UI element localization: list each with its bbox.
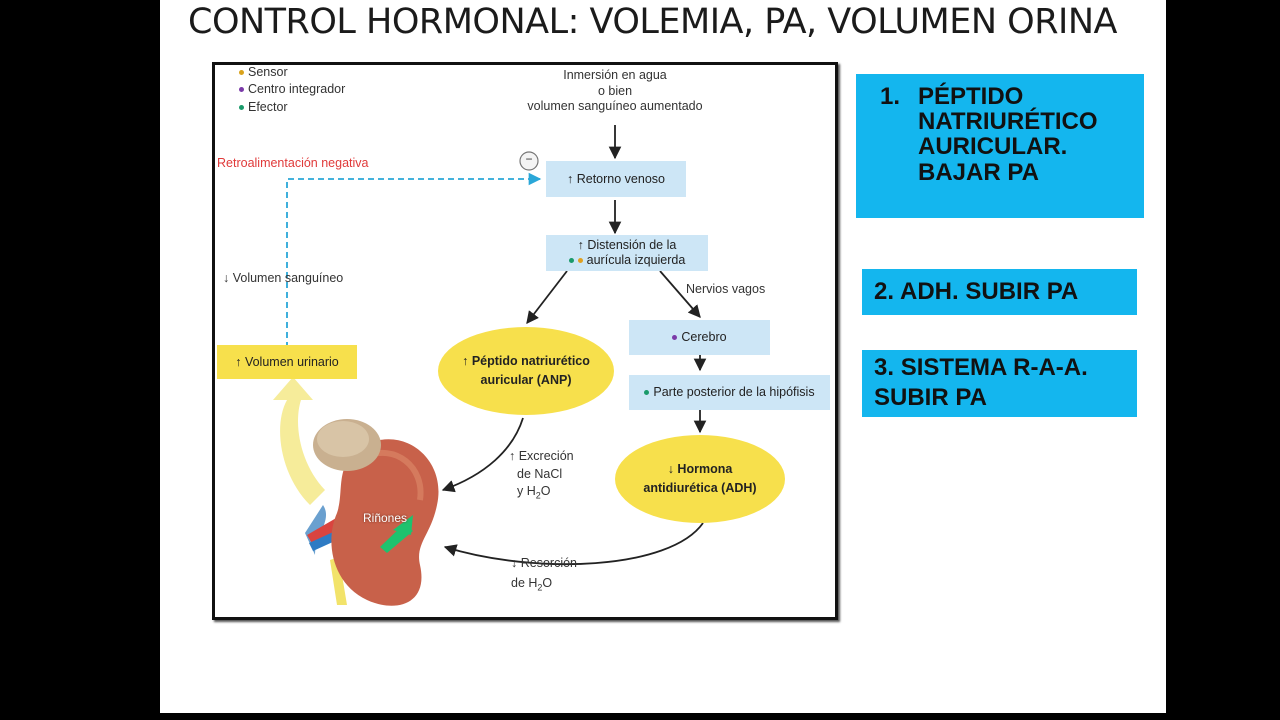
- diagram-arrows: [273, 125, 707, 606]
- anp-line-1: ↑ Péptido natriurético: [462, 354, 590, 369]
- legend-effector-dot: [239, 105, 244, 111]
- legend-integrator-dot: [239, 87, 244, 93]
- minus-symbol: −: [525, 152, 533, 166]
- negative-feedback-line: [286, 172, 542, 348]
- anp-line-2: auricular (ANP): [480, 373, 572, 387]
- cerebro-label: Cerebro: [681, 330, 727, 344]
- retorno-venoso-box: ↑ Retorno venoso: [546, 161, 686, 197]
- volumen-sanguineo-label: ↓ Volumen sanguíneo: [223, 271, 344, 285]
- card-anp: 1. PÉPTIDO NATRIURÉTICO AURICULAR. BAJAR…: [856, 74, 1144, 218]
- excrecion-text: ↑ Excreción de NaCl y H2O: [509, 448, 574, 502]
- legend-sensor-label: Sensor: [248, 65, 288, 79]
- adh-ellipse: ↓ Hormona antidiurética (ADH): [615, 435, 785, 523]
- excrecion-h: y H: [517, 484, 536, 498]
- distension-line-1: ↑ Distensión de la: [577, 238, 677, 252]
- resorcion-line-2: de H2O: [511, 573, 577, 595]
- stimulus-line-2: o bien: [597, 83, 633, 98]
- resorcion-sub: 2: [537, 582, 543, 593]
- distension-line-2: aurícula izquierda: [586, 253, 686, 267]
- adh-line-2: antidiurética (ADH): [643, 481, 757, 495]
- stimulus-text: Inmersión en agua o bien volumen sanguín…: [505, 68, 725, 115]
- anp-ellipse: ↑ Péptido natriurético auricular (ANP): [438, 327, 614, 415]
- hipofisis-label: Parte posterior de la hipófisis: [653, 385, 815, 399]
- kidney-label: Riñones: [363, 511, 408, 525]
- card-raa-text: SISTEMA R-A-A. SUBIR PA: [874, 354, 1088, 411]
- resorcion-o: O: [542, 576, 553, 590]
- legend-sensor-dot: [239, 70, 244, 76]
- legend-integrator-label: Centro integrador: [248, 82, 346, 96]
- card-raa: 3. SISTEMA R-A-A. SUBIR PA: [862, 350, 1137, 417]
- arrow-adh-kidney: [443, 522, 704, 566]
- card-adh: 2. ADH. SUBIR PA: [862, 269, 1137, 315]
- legend-effector-label: Efector: [248, 100, 288, 114]
- distension-line-2-row: aurícula izquierda: [568, 253, 686, 268]
- sensor-dot-green: [568, 258, 574, 264]
- resorcion-text: ↓ Resorción de H2O: [511, 553, 577, 595]
- hormonal-control-diagram: Sensor Centro integrador Efector Inmersi…: [212, 62, 838, 620]
- effector-dot: [644, 390, 650, 395]
- legend-sensor: Sensor: [239, 65, 288, 81]
- adh-line-1: ↓ Hormona: [667, 462, 733, 477]
- card-adh-number: 2.: [874, 278, 895, 305]
- excrecion-line-2: de NaCl: [517, 466, 563, 481]
- excrecion-o: O: [540, 484, 551, 498]
- resorcion-h: de H: [511, 576, 538, 590]
- excrecion-line-1: ↑ Excreción: [509, 449, 574, 463]
- stimulus-line-3: volumen sanguíneo aumentado: [527, 99, 703, 114]
- arrow-distension-anp: [526, 270, 568, 324]
- legend-integrator: Centro integrador: [239, 82, 345, 98]
- feedback-label: Retroalimentación negativa: [217, 156, 369, 170]
- card-raa-content: 3. SISTEMA R-A-A. SUBIR PA: [862, 350, 1137, 413]
- excrecion-line-3: y H2O: [509, 483, 574, 502]
- card-anp-number: 1.: [880, 83, 901, 110]
- card-anp-list: 1. PÉPTIDO NATRIURÉTICO AURICULAR. BAJAR…: [856, 74, 1144, 185]
- slide: CONTROL HORMONAL: VOLEMIA, PA, VOLUMEN O…: [160, 0, 1166, 713]
- resorcion-line-1: ↓ Resorción: [511, 556, 577, 570]
- card-adh-text: ADH. SUBIR PA: [900, 278, 1079, 305]
- sensor-dot-orange: [577, 258, 583, 264]
- card-anp-text: PÉPTIDO NATRIURÉTICO AURICULAR. BAJAR PA: [918, 83, 1098, 186]
- nervios-vagos-label: Nervios vagos: [686, 282, 766, 296]
- legend-effector: Efector: [239, 100, 288, 116]
- urine-flow-arrow: [273, 377, 325, 505]
- integrator-dot: [672, 335, 678, 340]
- kidney-illustration: [305, 419, 439, 606]
- arrow-anp-kidney: [441, 417, 524, 493]
- card-raa-number: 3.: [874, 354, 895, 381]
- volumen-urinario-box: ↑ Volumen urinario: [217, 345, 357, 379]
- distension-box: ↑ Distensión de la aurícula izquierda: [546, 235, 708, 271]
- card-anp-item: 1. PÉPTIDO NATRIURÉTICO AURICULAR. BAJAR…: [880, 84, 1144, 185]
- excrecion-sub: 2: [535, 490, 541, 501]
- minus-circle: [519, 151, 539, 171]
- hipofisis-box: Parte posterior de la hipófisis: [629, 375, 830, 410]
- cerebro-box: Cerebro: [629, 320, 770, 355]
- arrow-distension-cerebro: [659, 270, 701, 318]
- stimulus-line-1: Inmersión en agua: [563, 68, 667, 82]
- slide-title: CONTROL HORMONAL: VOLEMIA, PA, VOLUMEN O…: [188, 2, 1117, 42]
